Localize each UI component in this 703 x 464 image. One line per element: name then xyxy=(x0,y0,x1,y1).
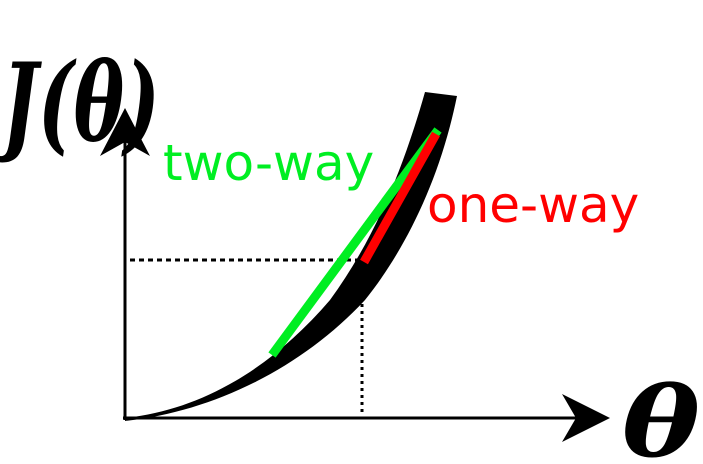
cost-curve xyxy=(125,92,457,421)
y-axis-arrowhead xyxy=(100,108,150,156)
x-axis-label: θ xyxy=(622,366,700,464)
one-way-label: one-way xyxy=(427,176,639,234)
two-way-secant-line xyxy=(268,127,442,358)
y-axis-label: J(θ) xyxy=(0,40,160,166)
one-way-secant-line xyxy=(360,131,440,265)
two-way-label: two-way xyxy=(163,134,374,192)
x-axis-arrowhead xyxy=(562,394,610,442)
